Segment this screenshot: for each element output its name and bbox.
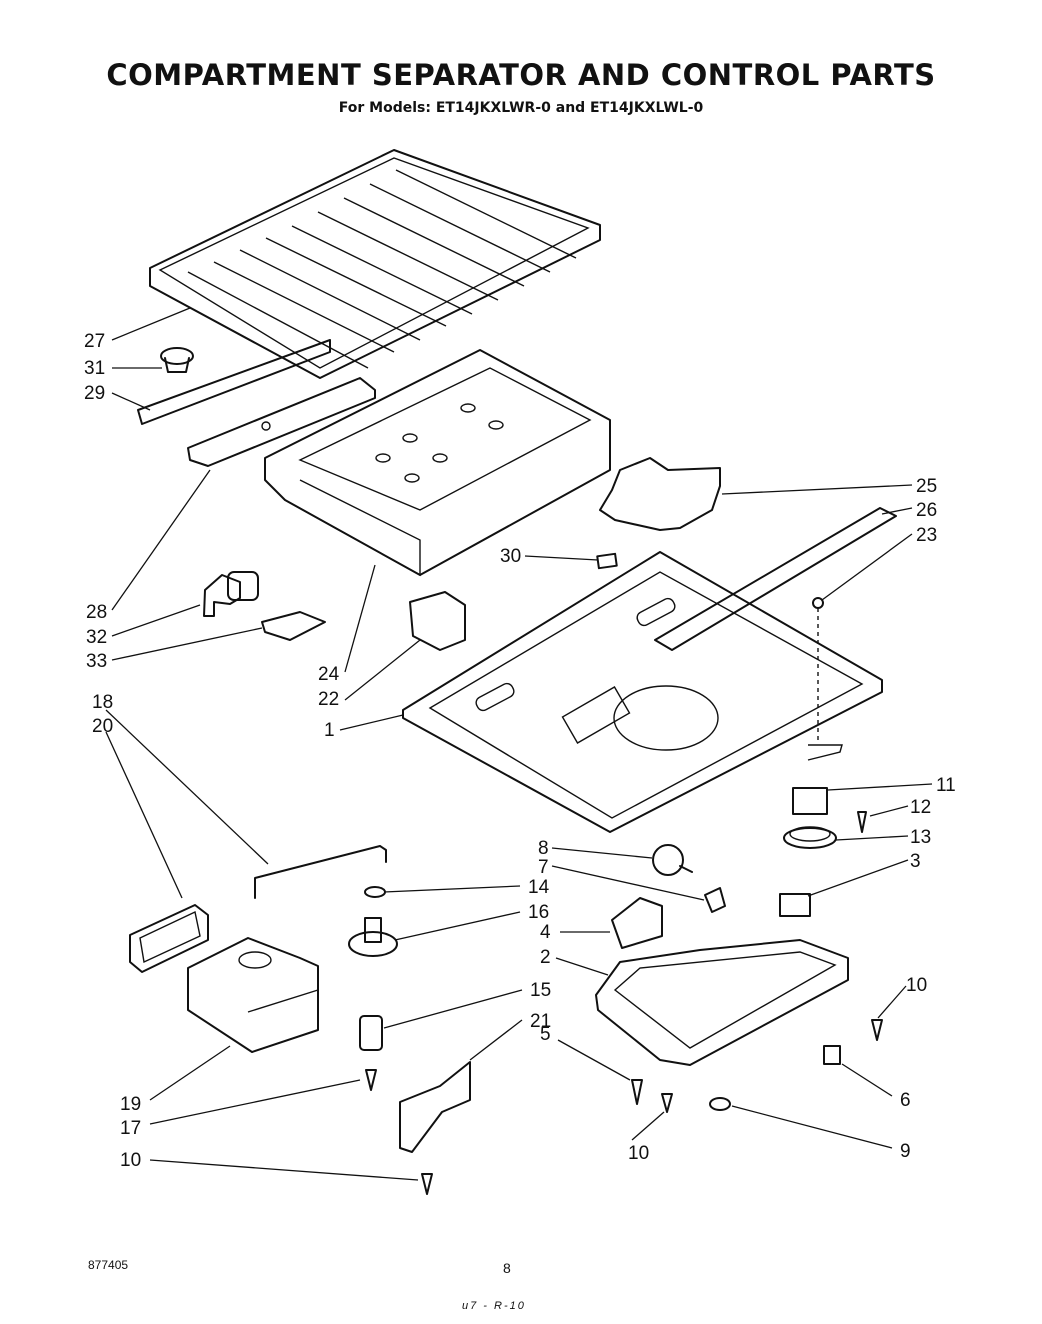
callout-31: 31 — [84, 358, 105, 379]
part-15-shaft — [359, 1015, 383, 1051]
callout-26: 26 — [916, 500, 937, 521]
part-20-gasket — [129, 904, 209, 973]
callout-2: 2 — [540, 947, 551, 968]
callout-9: 9 — [900, 1141, 911, 1162]
callout-4: 4 — [540, 922, 551, 943]
part-19-control-box — [187, 937, 319, 1053]
part-2-control-housing — [595, 939, 849, 1066]
part-26-foam-strip — [654, 507, 897, 651]
callout-33: 33 — [86, 651, 107, 672]
part-17-screw — [365, 1069, 377, 1091]
part-7-clip — [704, 887, 726, 913]
callout-7: 7 — [538, 857, 549, 878]
part-6-connector — [823, 1045, 841, 1065]
callout-22: 22 — [318, 689, 339, 710]
part-25-air-baffle — [599, 457, 721, 531]
callout-18: 18 — [92, 692, 113, 713]
part-29-seal-strip — [137, 339, 331, 425]
callout-29: 29 — [84, 383, 105, 404]
part-22-knob — [409, 591, 466, 651]
callout-20: 20 — [92, 716, 113, 737]
part-21-bracket — [399, 1061, 471, 1153]
part-5-screw — [631, 1079, 643, 1105]
part-24-separator-block — [264, 349, 611, 577]
callout-27: 27 — [84, 331, 105, 352]
part-28-trim-strip — [187, 377, 376, 467]
diagram-title: COMPARTMENT SEPARATOR AND CONTROL PARTS — [106, 58, 936, 92]
part-10-screw-right — [871, 1019, 883, 1041]
callout-12: 12 — [910, 797, 931, 818]
callout-16: 16 — [528, 902, 549, 923]
callout-3: 3 — [910, 851, 921, 872]
model-subtitle: For Models: ET14JKXLWR-0 and ET14JKXLWL-… — [338, 100, 704, 116]
callout-24: 24 — [318, 664, 340, 685]
part-11-light-socket — [792, 744, 843, 815]
callout-28: 28 — [86, 602, 107, 623]
callout-17: 17 — [120, 1118, 141, 1139]
part-4-thermostat — [611, 897, 663, 949]
callout-25: 25 — [916, 476, 937, 497]
part-12-screw — [857, 811, 867, 833]
part-3-switch — [779, 893, 811, 917]
part-10-screw-center — [661, 1093, 673, 1113]
callout-21: 21 — [530, 1011, 551, 1032]
callout-19: 19 — [120, 1094, 141, 1115]
leader-lines — [105, 307, 933, 1181]
callout-23: 23 — [916, 525, 937, 546]
callout-13: 13 — [910, 827, 931, 848]
callout-10-center: 10 — [628, 1143, 649, 1164]
part-30-pad — [596, 552, 618, 570]
part-33-bracket — [261, 611, 326, 641]
callout-14: 14 — [528, 877, 550, 898]
part-14-washer — [364, 886, 386, 898]
callout-5: 5 — [540, 1024, 551, 1045]
part-18-control-rod — [254, 845, 387, 899]
callout-32: 32 — [86, 627, 107, 648]
part-1-separator-tray — [402, 551, 883, 833]
part-13-control-knob — [783, 826, 837, 849]
callout-11: 11 — [936, 775, 956, 796]
part-10-screw-lower — [421, 1173, 433, 1195]
part-32-drain-tube — [203, 571, 259, 617]
part-16-damper — [348, 917, 398, 957]
callout-15: 15 — [530, 980, 551, 1001]
callout-30: 30 — [500, 546, 521, 567]
part-23-screw — [812, 597, 824, 740]
callout-10-lower: 10 — [120, 1150, 141, 1171]
part-31-grommet — [160, 347, 194, 373]
callout-10-right: 10 — [906, 975, 927, 996]
part-8-light-bulb — [652, 844, 693, 876]
document-number: 877405 — [88, 1258, 129, 1272]
callout-labels: 27 31 29 28 32 33 24 22 1 30 25 26 23 11… — [84, 331, 956, 1171]
part-9-foot — [709, 1097, 731, 1111]
callout-6: 6 — [900, 1090, 911, 1111]
part-27-separator-cover — [149, 149, 601, 379]
callout-8: 8 — [538, 838, 549, 859]
page-number: 8 — [503, 1260, 511, 1276]
handwritten-mark: u7 - R-10 — [462, 1300, 526, 1312]
callout-1: 1 — [324, 720, 335, 741]
